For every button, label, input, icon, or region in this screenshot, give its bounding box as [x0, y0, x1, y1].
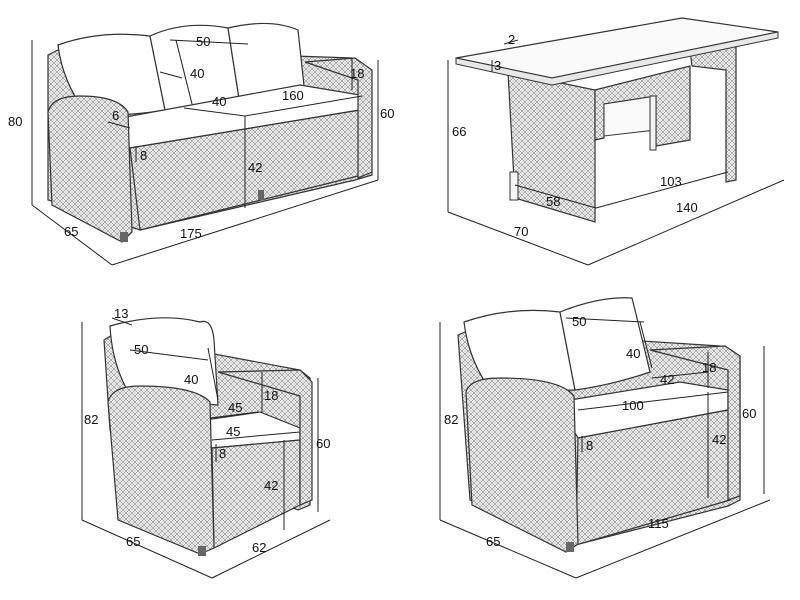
table-width-label: 140: [676, 200, 698, 215]
dim-line: [439, 519, 577, 579]
table-top-edge: [455, 31, 779, 86]
dim-line: [111, 317, 133, 326]
sofa-drawing: [31, 22, 379, 266]
loveseat-total-height-label: 82: [444, 412, 458, 427]
loveseat-arm-total-height-label: 60: [742, 406, 756, 421]
sofa-foot: [258, 190, 264, 200]
dim-line: [159, 71, 183, 79]
table-left-leg-panel: [507, 71, 596, 223]
chair-seat-depth-label: 45: [228, 400, 242, 415]
dim-line: [595, 171, 729, 209]
chair-arm-total-height-label: 60: [316, 436, 330, 451]
sofa-arm-height-label: 18: [350, 66, 364, 81]
dim-line: [244, 95, 363, 117]
chair-seat-width-label: 45: [226, 424, 240, 439]
sofa-dimension-labels: 50 40 40 160 18 6 8 42 80 60 65 175: [8, 34, 394, 241]
sofa-width-label: 175: [180, 226, 202, 241]
table-drawing: [447, 17, 785, 266]
sofa-depth-label: 65: [64, 224, 78, 239]
sofa-back-cushion-height-label: 40: [190, 66, 204, 81]
chair-depth-label: 65: [126, 534, 140, 549]
chair-back-cushion: [109, 317, 219, 406]
loveseat-drawing: [439, 297, 771, 579]
dim-line: [575, 499, 771, 579]
table-top-drop-label: 3: [494, 58, 501, 73]
chair-left-arm: [107, 385, 215, 555]
table-inner-width-label: 103: [660, 174, 682, 189]
sofa-arm-total-height-label: 60: [380, 106, 394, 121]
loveseat-left-arm: [465, 377, 579, 553]
dim-line: [565, 317, 645, 323]
table-depth-label: 70: [514, 224, 528, 239]
chair-dimension-labels: 13 50 40 18 45 45 8 42 82 60 65 62: [84, 306, 330, 555]
loveseat-arm-height-label: 18: [702, 360, 716, 375]
dim-line: [111, 179, 379, 266]
loveseat-right-arm: [649, 345, 741, 501]
table-inner-depth-label: 58: [546, 194, 560, 209]
loveseat-seat-thickness-label: 8: [586, 438, 593, 453]
loveseat-back-cushion-right: [559, 297, 651, 391]
table-top-thickness-label: 2: [508, 32, 515, 47]
chair-foot: [198, 546, 206, 556]
sofa-back-cushion-width-label: 50: [196, 34, 210, 49]
sofa-seat-width-label: 160: [282, 88, 304, 103]
dim-line: [447, 211, 589, 266]
loveseat-foot: [566, 542, 574, 552]
table-right-leg-panel: [689, 45, 737, 183]
dim-line: [651, 371, 709, 379]
dim-line: [211, 519, 331, 579]
chair-seat-height-label: 42: [264, 478, 278, 493]
loveseat-seat-depth-label: 42: [660, 372, 674, 387]
table-height-label: 66: [452, 124, 466, 139]
loveseat-seat-width-label: 100: [622, 398, 644, 413]
dim-line: [81, 519, 213, 579]
sofa-left-arm: [47, 95, 133, 243]
sofa-back-cushion-left: [57, 33, 166, 116]
loveseat-dimension-labels: 50 40 42 18 100 8 42 82 60 65 115: [444, 314, 756, 549]
sofa-seat-thickness-label: 8: [140, 148, 147, 163]
loveseat-seat-height-label: 42: [712, 432, 726, 447]
table-inner-leg: [649, 95, 657, 151]
dim-line: [175, 39, 193, 105]
sofa-foot: [120, 232, 128, 242]
dim-line: [211, 431, 301, 441]
dim-line: [31, 204, 113, 266]
dim-line: [207, 347, 219, 401]
chair-total-height-label: 82: [84, 412, 98, 427]
loveseat-depth-label: 65: [486, 534, 500, 549]
sofa-arm-width-label: 6: [112, 108, 119, 123]
sofa-right-arm: [304, 57, 373, 179]
dim-line: [587, 179, 785, 266]
chair-cushion-offset-label: 13: [114, 306, 128, 321]
chair-arm-height-label: 18: [264, 388, 278, 403]
sofa-total-height-label: 80: [8, 114, 22, 129]
dim-line: [209, 411, 259, 419]
dim-line: [183, 107, 246, 117]
sofa-seat-depth-label: 40: [212, 94, 226, 109]
dim-line: [577, 391, 729, 411]
table-dimension-labels: 2 3 66 103 58 140 70: [452, 32, 698, 239]
chair-seat-thickness-label: 8: [219, 446, 226, 461]
chair-drawing: [81, 317, 331, 579]
chair-back-cushion-height-label: 40: [184, 372, 198, 387]
loveseat-back-cushion-height-label: 40: [626, 346, 640, 361]
dim-line: [107, 121, 131, 129]
loveseat-width-label: 115: [648, 516, 669, 531]
dim-line: [169, 39, 249, 45]
chair-back-cushion-width-label: 50: [134, 342, 148, 357]
chair-width-label: 62: [252, 540, 266, 555]
dim-line: [129, 349, 209, 361]
dim-line: [514, 184, 597, 209]
sofa-seat-height-label: 42: [248, 160, 262, 175]
chair-right-arm: [217, 369, 313, 506]
dim-line: [639, 321, 653, 369]
dim-line: [503, 39, 519, 45]
loveseat-back-cushion-width-label: 50: [572, 314, 586, 329]
